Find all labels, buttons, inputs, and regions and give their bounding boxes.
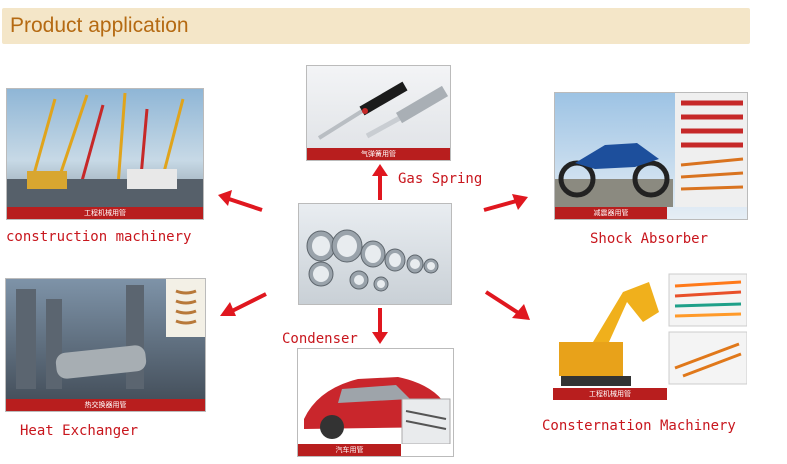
tubes-illustration [306,229,439,292]
shock-absorber-label: Shock Absorber [590,231,709,247]
construction-caption: 工程机械用管 [7,207,203,219]
motorcycle-illustration [555,93,747,207]
heat-exchanger-label: Heat Exchanger [20,423,139,439]
condenser-label: Condenser [282,331,358,347]
heat-exchanger-image: 热交换器用管 [5,278,206,412]
heat-exchanger-caption: 热交换器用管 [6,399,205,411]
cranes-illustration [7,92,203,207]
consternation-machinery-label: Consternation Machinery [542,418,736,434]
construction-machinery-image: 工程机械用管 [6,88,204,220]
construction-machinery-label: construction machinery [6,229,192,245]
consternation-machinery-image: 工程机械用管 [553,272,747,400]
refinery-illustration [16,279,205,389]
gas-spring-image: 气弹簧用管 [306,65,451,161]
arrow-up-icon [372,164,388,200]
excavator-illustration [559,273,747,386]
arrow-down-icon [372,308,388,344]
arrow-upper-left-icon [218,190,263,212]
shock-absorber-caption: 减震器用管 [555,207,667,219]
arrow-upper-right-icon [483,194,528,212]
condenser-caption: 汽车用管 [298,444,401,456]
arrow-lower-right-icon [484,290,530,320]
title-bar: Product application [2,8,750,44]
page-title: Product application [10,14,189,37]
gas-spring-label: Gas Spring [398,171,483,187]
gas-spring-illustration [317,81,449,140]
car-illustration [304,377,451,445]
condenser-image: 汽车用管 [297,348,454,457]
center-tubes-image [298,203,452,305]
gas-spring-caption: 气弹簧用管 [307,148,450,160]
shock-absorber-image: 减震器用管 [554,92,748,220]
arrow-lower-left-icon [220,292,267,316]
consternation-caption: 工程机械用管 [553,388,667,400]
